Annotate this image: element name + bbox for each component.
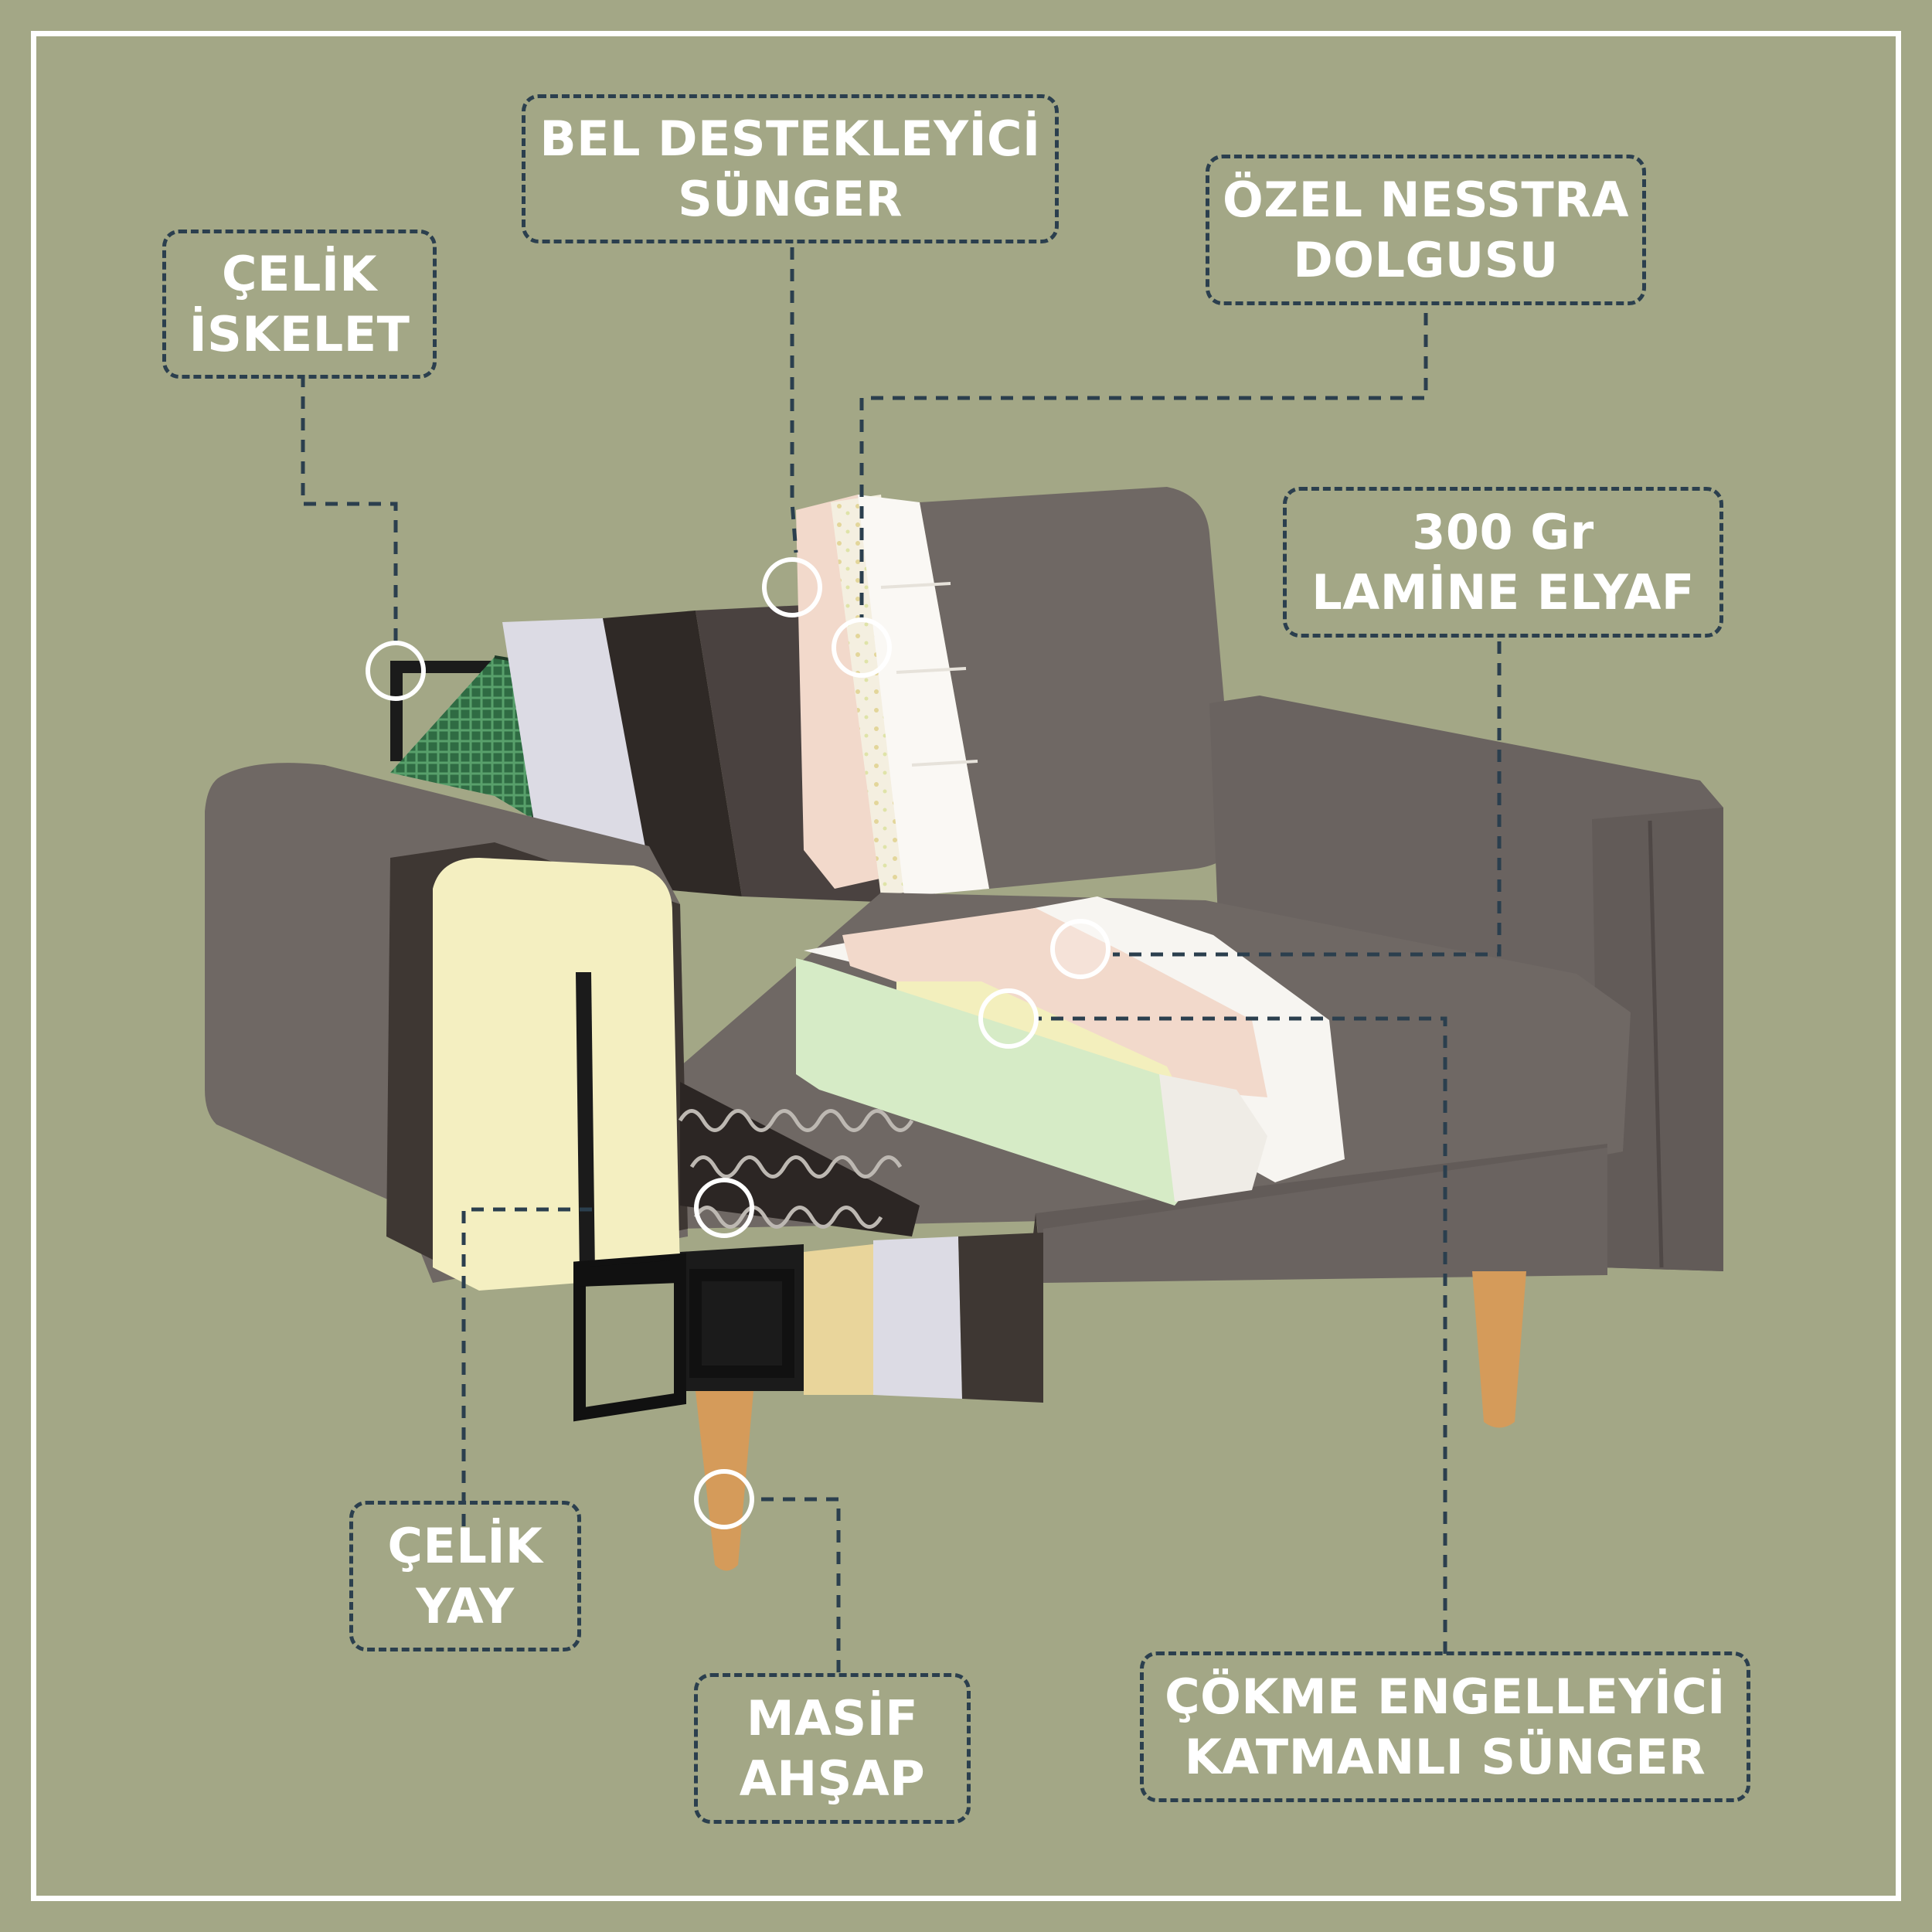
label-line: KATMANLI SÜNGER bbox=[1184, 1728, 1706, 1785]
label-ozel-nesstra: ÖZEL NESSTRA DOLGUSU bbox=[1206, 155, 1646, 305]
label-line: 300 Gr bbox=[1412, 504, 1594, 560]
label-line: BEL DESTEKLEYİCİ bbox=[539, 111, 1041, 167]
label-line: MASİF bbox=[746, 1690, 919, 1747]
border-frame bbox=[31, 31, 1901, 1901]
seat-cushion-layers bbox=[796, 896, 1345, 1206]
label-bel-destekleyici: BEL DESTEKLEYİCİ SÜNGER bbox=[522, 94, 1059, 243]
steel-frame-front bbox=[573, 1253, 686, 1422]
label-line: ÇELİK bbox=[387, 1518, 543, 1574]
label-line: ÖZEL NESSTRA bbox=[1223, 172, 1629, 228]
label-line: YAY bbox=[416, 1577, 515, 1634]
label-lamine-elyaf: 300 Gr LAMİNE ELYAF bbox=[1283, 487, 1723, 638]
arm-foam bbox=[433, 858, 680, 1291]
wooden-legs bbox=[696, 1271, 1526, 1571]
back-cushion bbox=[920, 487, 1236, 889]
label-line: SÜNGER bbox=[678, 170, 903, 227]
marker-circles bbox=[366, 557, 1111, 1529]
label-line: İSKELET bbox=[189, 305, 410, 362]
label-cokme-engelleyici: ÇÖKME ENGELLEYİCİ KATMANLI SÜNGER bbox=[1140, 1651, 1750, 1802]
leader-lines bbox=[301, 247, 1502, 1673]
springs bbox=[678, 1082, 920, 1236]
label-line: ÇELİK bbox=[222, 246, 377, 302]
label-masif-ahsap: MASİF AHŞAP bbox=[694, 1673, 971, 1824]
seat-base-section bbox=[680, 1148, 1607, 1403]
label-celik-yay: ÇELİK YAY bbox=[349, 1501, 581, 1651]
label-line: ÇÖKME ENGELLEYİCİ bbox=[1165, 1668, 1726, 1725]
label-line: LAMİNE ELYAF bbox=[1311, 563, 1695, 621]
label-line: DOLGUSU bbox=[1293, 231, 1559, 288]
back-cushion-cutaway bbox=[796, 495, 989, 896]
label-celik-iskelet: ÇELİK İSKELET bbox=[162, 230, 437, 379]
label-line: AHŞAP bbox=[739, 1750, 926, 1807]
